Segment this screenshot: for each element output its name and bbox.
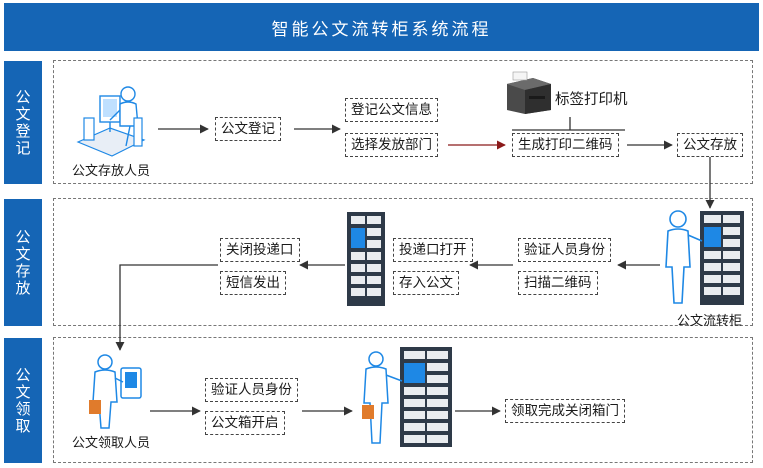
lane-label-register: 公文登记 xyxy=(4,61,42,184)
printer-label: 标签打印机 xyxy=(555,92,628,108)
actor-receiver-caption: 公文领取人员 xyxy=(72,436,151,451)
step-close-slot: 关闭投递口 xyxy=(220,238,300,262)
step-deposit: 存入公文 xyxy=(393,271,459,295)
step-verify-identity: 验证人员身份 xyxy=(518,238,611,262)
step-register-info: 登记公文信息 xyxy=(345,98,438,122)
lane-box-storage xyxy=(53,198,753,326)
office-worker-icon xyxy=(76,86,146,157)
diagram-title: 智能公文流转柜系统流程 xyxy=(4,3,759,51)
arrow-close-to-pickup xyxy=(115,264,218,351)
step-store: 公文存放 xyxy=(677,133,743,157)
step-open-slot: 投递口打开 xyxy=(393,238,473,262)
lane-box-pickup xyxy=(53,337,753,463)
cabinet-pickup-icon xyxy=(362,347,452,447)
actor-depositor-caption: 公文存放人员 xyxy=(72,164,151,179)
cabinet-with-person-icon xyxy=(665,210,744,305)
lane-label-pickup: 公文领取 xyxy=(4,338,42,463)
cabinet-icon xyxy=(347,212,385,306)
step-gen-print-qr: 生成打印二维码 xyxy=(512,133,619,157)
step-scan-qr: 扫描二维码 xyxy=(518,271,598,295)
lane-box-register xyxy=(53,60,753,184)
cabinet-caption: 公文流转柜 xyxy=(677,314,743,329)
label-printer-icon xyxy=(507,71,551,114)
pickup-person-icon xyxy=(89,354,142,429)
step-select-dept: 选择发放部门 xyxy=(345,133,438,157)
step-box-open: 公文箱开启 xyxy=(205,411,285,435)
step-verify-receiver: 验证人员身份 xyxy=(205,378,298,402)
step-register: 公文登记 xyxy=(215,117,281,141)
lane-label-storage: 公文存放 xyxy=(4,199,42,326)
step-sms: 短信发出 xyxy=(220,271,286,295)
step-pickup-done: 领取完成关闭箱门 xyxy=(505,399,625,423)
